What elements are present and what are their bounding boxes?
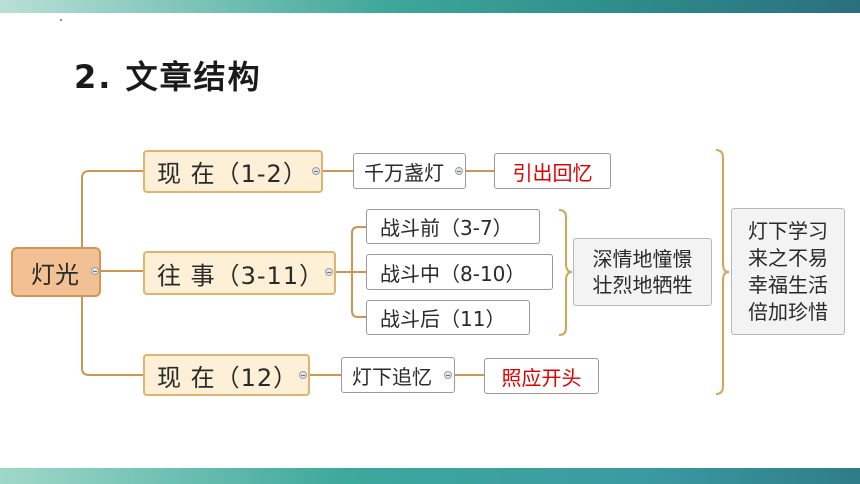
link-root-now1: [81, 170, 143, 272]
link-root-now2: [81, 271, 143, 376]
collapse-toggle-icon[interactable]: [312, 167, 320, 175]
branch-node-now-2[interactable]: 现 在（12）: [143, 354, 310, 396]
branch-node-past[interactable]: 往 事（3-11）: [143, 251, 336, 295]
result-label: 引出回忆: [512, 160, 593, 185]
link-past-fights: [336, 226, 366, 273]
summary-line: 灯下学习: [748, 218, 828, 243]
leaf-label: 千万盏灯: [364, 160, 444, 185]
leaf-node-recall[interactable]: 灯下追忆: [341, 357, 455, 393]
collapse-toggle-icon[interactable]: [325, 268, 333, 276]
link-past-fight3: [351, 272, 366, 318]
branch-label: 现 在（12）: [157, 363, 299, 392]
brace-summary: [715, 149, 730, 395]
leaf-node-fight-during[interactable]: 战斗中（8-10）: [366, 254, 553, 290]
page-title: 2. 文章结构: [74, 58, 262, 96]
result-label: 照应开头: [501, 365, 582, 390]
bottom-decorative-band: [0, 468, 860, 484]
collapse-toggle-icon[interactable]: [455, 167, 463, 175]
branch-node-now-1[interactable]: 现 在（1-2）: [143, 150, 323, 193]
root-label: 灯光: [31, 260, 79, 289]
collapse-toggle-icon[interactable]: [444, 371, 452, 379]
summary-line: 来之不易: [748, 245, 828, 270]
collapse-toggle-icon[interactable]: [91, 267, 99, 275]
brace-fights: [558, 209, 573, 336]
summary-line: 倍加珍惜: [748, 299, 828, 324]
result-node-lead-in[interactable]: 引出回忆: [494, 153, 611, 189]
summary-line: 壮烈地牺牲: [592, 273, 693, 297]
summary-box-theme[interactable]: 灯下学习 来之不易 幸福生活 倍加珍惜: [731, 208, 845, 335]
summary-line: 深情地憧憬: [592, 247, 693, 271]
summary-line: 幸福生活: [748, 272, 828, 297]
leaf-label: 战斗后（11）: [380, 307, 506, 331]
leaf-label: 战斗中（8-10）: [380, 261, 526, 286]
leaf-label: 战斗前（3-7）: [380, 216, 513, 240]
branch-label: 现 在（1-2）: [157, 160, 308, 188]
leaf-node-fight-after[interactable]: 战斗后（11）: [366, 300, 530, 335]
small-dot-mark: [60, 19, 62, 21]
root-node[interactable]: 灯光: [11, 247, 101, 297]
summary-box-emotion[interactable]: 深情地憧憬 壮烈地牺牲: [573, 238, 712, 306]
branch-label: 往 事（3-11）: [157, 261, 325, 290]
leaf-node-fight-before[interactable]: 战斗前（3-7）: [366, 209, 540, 244]
leaf-node-lamps[interactable]: 千万盏灯: [353, 153, 466, 189]
leaf-label: 灯下追忆: [352, 364, 432, 389]
collapse-toggle-icon[interactable]: [299, 371, 307, 379]
result-node-echo[interactable]: 照应开头: [484, 358, 599, 394]
top-decorative-band: [0, 0, 860, 13]
